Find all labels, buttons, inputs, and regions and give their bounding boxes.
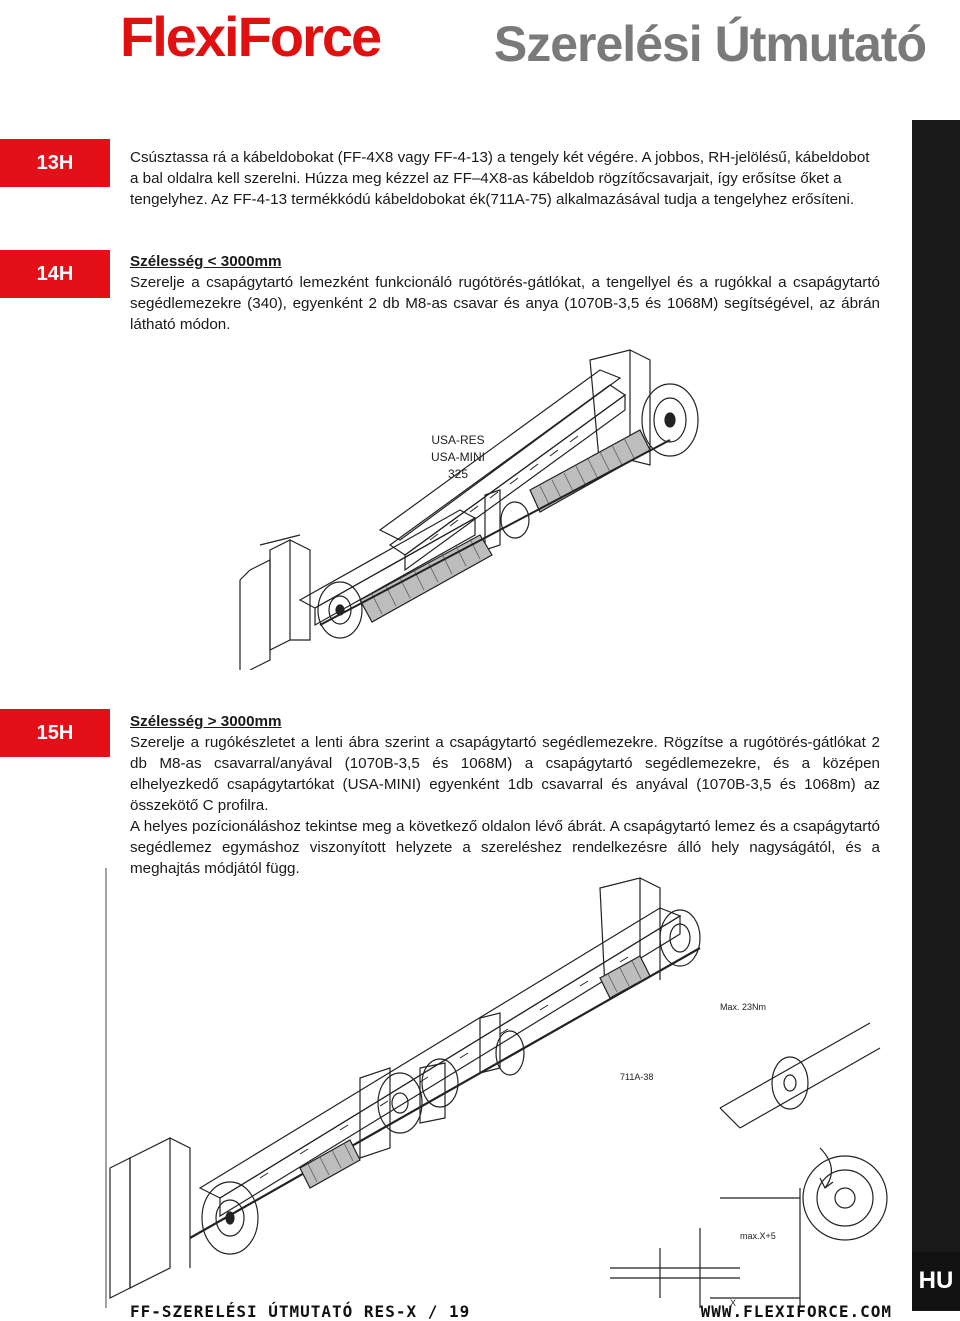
figure-15h-assembly: 711A-38 Max. 23Nm max.X+5 X	[105, 868, 888, 1308]
step-13h-paragraph: Csúsztassa rá a kábeldobokat (FF-4X8 vag…	[130, 149, 870, 208]
figure-14h-labels: USA-RES USA-MINI 325	[418, 432, 498, 483]
footer-website: WWW.FLEXIFORCE.COM	[700, 1302, 892, 1321]
figure-label-x: X	[730, 1298, 736, 1308]
step-14h-paragraph: Szerelje a csapágytartó lemezként funkci…	[130, 274, 880, 333]
figure-label-max-x5: max.X+5	[740, 1231, 776, 1241]
figure-label-325: 325	[447, 467, 469, 481]
figure-label-usa-res: USA-RES	[431, 433, 485, 447]
figure-label-711a-38: 711A-38	[620, 1072, 653, 1082]
step-15h-paragraph-1: Szerelje a rugókészletet a lenti ábra sz…	[130, 734, 880, 814]
step-14h-text: Szélesség < 3000mm Szerelje a csapágytar…	[130, 251, 880, 335]
language-badge: HU	[912, 1252, 960, 1310]
figure-label-usa-mini: USA-MINI	[431, 450, 485, 464]
side-bar	[912, 120, 960, 1311]
footer-document-ref: FF-SZERELÉSI ÚTMUTATÓ RES-X / 19	[130, 1302, 471, 1321]
step-badge-13h: 13H	[0, 139, 110, 187]
page-title: Szerelési Útmutató	[493, 16, 927, 72]
step-15h-paragraph-2: A helyes pozícionáláshoz tekintse meg a …	[130, 818, 880, 877]
step-14h-subhead: Szélesség < 3000mm	[130, 253, 282, 270]
logo-wordmark: FlexiForce	[120, 5, 382, 68]
step-15h-subhead: Szélesség > 3000mm	[130, 713, 282, 730]
step-15h-text: Szélesség > 3000mm Szerelje a rugókészle…	[130, 711, 880, 879]
step-13h-text: Csúsztassa rá a kábeldobokat (FF-4X8 vag…	[130, 147, 880, 210]
step-badge-15h: 15H	[0, 709, 110, 757]
figure-label-max-torque: Max. 23Nm	[720, 1002, 766, 1012]
step-badge-14h: 14H	[0, 250, 110, 298]
figure-14h-assembly	[239, 349, 699, 670]
flexiforce-logo: FlexiForce	[120, 6, 382, 68]
